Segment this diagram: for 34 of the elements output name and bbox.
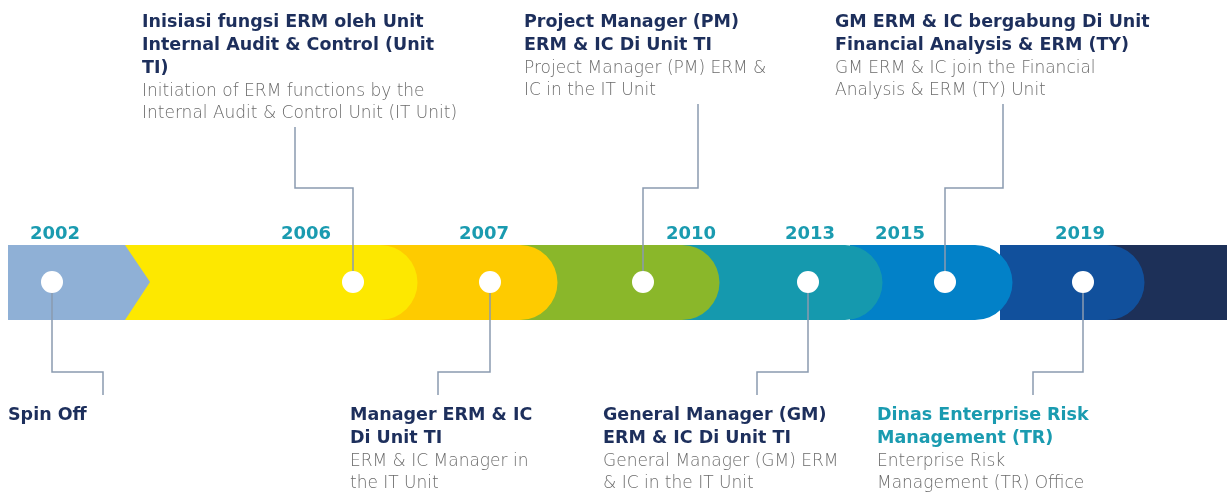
timeline-dot <box>632 271 654 293</box>
milestone-title: Dinas Enterprise Risk Management (TR) <box>877 403 1090 449</box>
timeline-dot <box>934 271 956 293</box>
milestone-description: Initiation of ERM functions by the Internal Audit & Control Unit (IT Unit) <box>142 79 459 123</box>
milestone-description: Project Manager (PM) ERM & IC in the IT Unit <box>524 56 768 100</box>
year-label: 2015 <box>875 222 926 243</box>
milestone-title: GM ERM & IC bergabung Di Unit Financial Analysis & ERM (TY) <box>835 10 1151 56</box>
leader-line <box>294 126 354 272</box>
timeline-dot <box>342 271 364 293</box>
milestone-title: Spin Off <box>8 403 88 426</box>
year-label: 2010 <box>666 222 717 243</box>
leader-line <box>1032 292 1084 396</box>
leader-line <box>51 292 104 396</box>
milestone-description: General Manager (GM) ERM & IC in the IT Unit <box>603 449 840 493</box>
milestone-description: Enterprise Risk Management (TR) Office <box>877 449 1086 493</box>
milestone-title: Manager ERM & IC Di Unit TI <box>350 403 534 449</box>
timeline-dot <box>1072 271 1094 293</box>
year-label: 2019 <box>1055 222 1106 243</box>
timeline-dot <box>797 271 819 293</box>
milestone-description: ERM & IC Manager in the IT Unit <box>350 449 530 493</box>
timeline-dot <box>479 271 501 293</box>
milestone-description: GM ERM & IC join the Financial Analysis & ERM (TY) Unit <box>835 56 1097 100</box>
leader-line <box>642 103 699 272</box>
milestone-title: General Manager (GM) ERM & IC Di Unit TI <box>603 403 828 449</box>
leader-line <box>756 292 809 396</box>
leader-line <box>437 292 491 396</box>
milestone-title: Inisiasi fungsi ERM oleh Unit Internal Audit & Control (Unit TI) <box>142 10 435 79</box>
year-label: 2013 <box>785 222 836 243</box>
leader-line <box>944 103 1004 272</box>
timeline-dot <box>41 271 63 293</box>
year-label: 2006 <box>281 222 332 243</box>
milestone-title: Project Manager (PM) ERM & IC Di Unit TI <box>524 10 741 56</box>
year-label: 2007 <box>459 222 510 243</box>
year-label: 2002 <box>30 222 81 243</box>
